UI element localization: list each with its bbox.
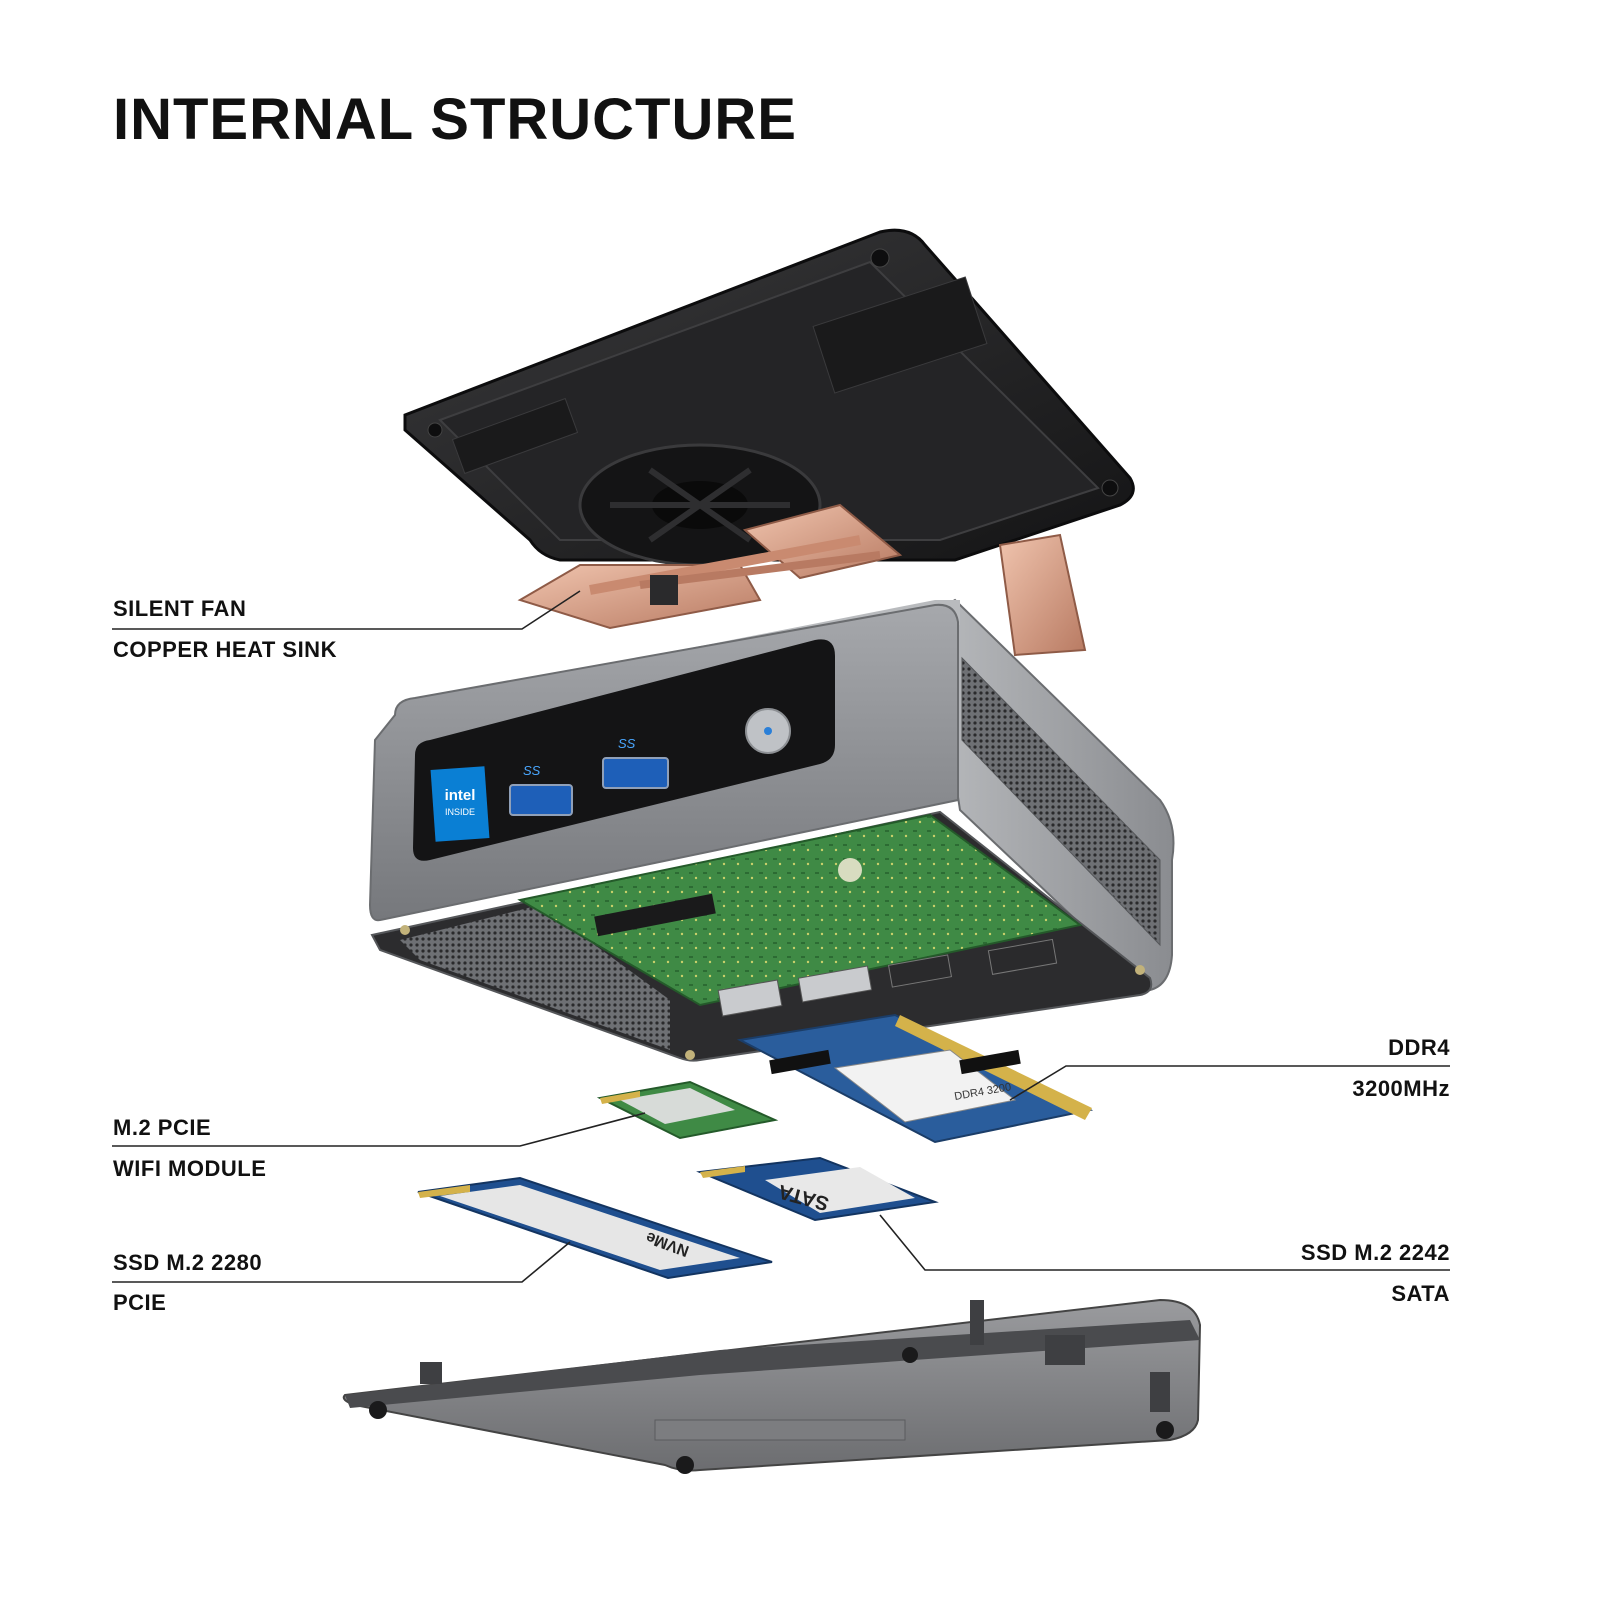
wifi-module [596, 1080, 779, 1140]
svg-text:SS: SS [618, 736, 636, 751]
wifi-label-line1: M.2 PCIE [113, 1115, 212, 1140]
top-lid [403, 228, 1135, 567]
intel-badge: intel INSIDE [430, 766, 490, 842]
chassis [368, 598, 1175, 1062]
ssd-2280-nvme: NVMe [417, 1176, 773, 1280]
ssd-2242-sata: SATA [696, 1156, 939, 1222]
fan-label-line2: COPPER HEAT SINK [113, 637, 337, 662]
usb-port-2: SS [602, 736, 669, 789]
ddr4-ram-module: DDR4 3200 [736, 1013, 1094, 1144]
copper-heat-sink [517, 503, 1087, 657]
svg-text:SS: SS [523, 763, 541, 778]
svg-text:intel: intel [445, 787, 476, 804]
ssd2242-label-line1: SSD M.2 2242 [1300, 1240, 1450, 1265]
usb-port-1: SS [509, 763, 573, 816]
wifi-label-line2: WIFI MODULE [113, 1156, 267, 1181]
wifi-leader-line [112, 1112, 646, 1147]
page-title: INTERNAL STRUCTURE [113, 87, 797, 152]
power-button [745, 708, 791, 754]
ram-label-line1: DDR4 [1388, 1035, 1450, 1060]
ssd2280-label-line2: PCIE [113, 1290, 167, 1315]
ssd2242-label-line2: SATA [1391, 1281, 1450, 1306]
ram-label-line2: 3200MHz [1352, 1076, 1450, 1101]
ssd2280-leader-line [112, 1241, 571, 1283]
fan-leader-line [112, 590, 581, 630]
ram-leader-line [1009, 1065, 1450, 1101]
leader-lines [112, 590, 1450, 1283]
ssd2242-leader-line [879, 1214, 1450, 1271]
fan-label-line1: SILENT FAN [113, 596, 247, 621]
bottom-plate [342, 1298, 1202, 1474]
ssd2280-label-line1: SSD M.2 2280 [113, 1250, 263, 1275]
svg-text:INSIDE: INSIDE [445, 807, 475, 817]
